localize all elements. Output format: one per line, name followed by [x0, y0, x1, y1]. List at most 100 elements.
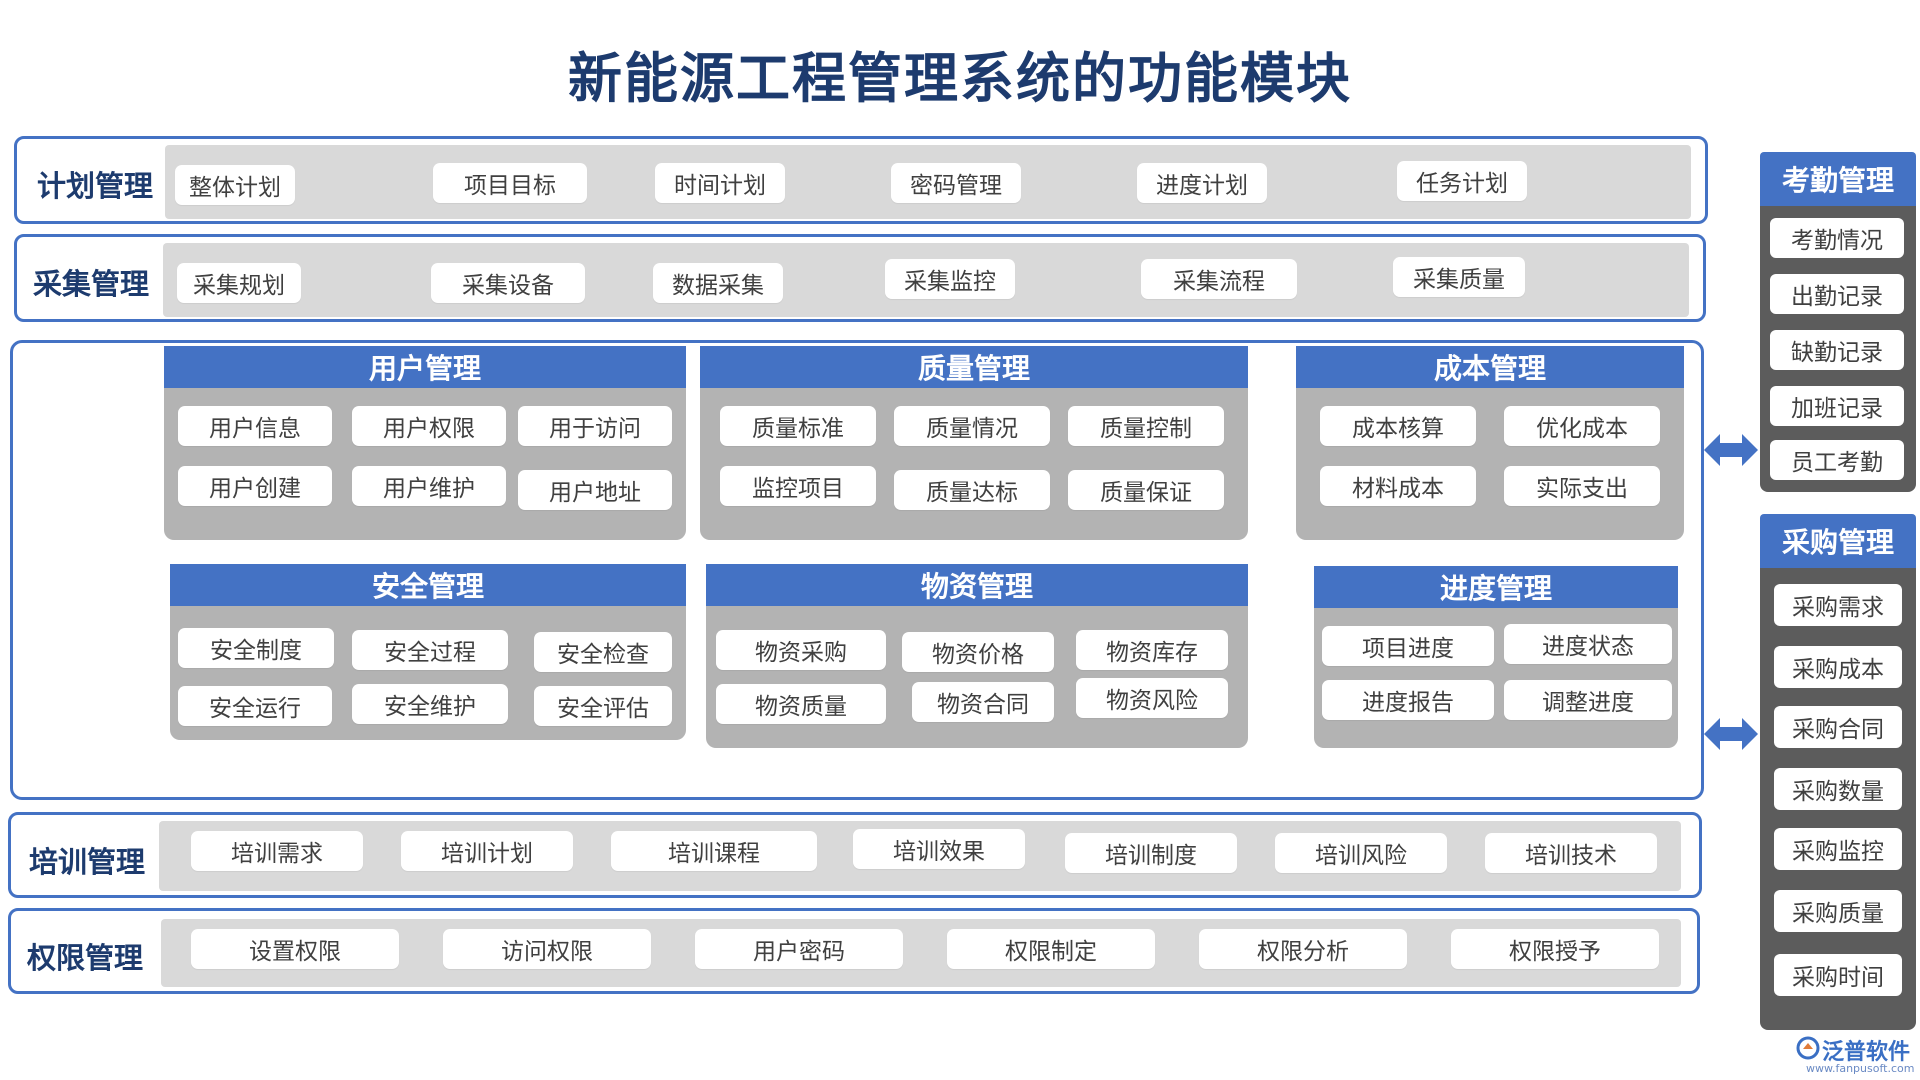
- module-item[interactable]: 实际支出: [1504, 466, 1660, 506]
- module-item[interactable]: 用户维护: [352, 466, 506, 506]
- module-item[interactable]: 培训效果: [853, 829, 1025, 869]
- module-item[interactable]: 用户权限: [352, 406, 506, 446]
- module-item[interactable]: 采集流程: [1141, 259, 1297, 299]
- module-item[interactable]: 采集设备: [431, 263, 585, 303]
- page-title: 新能源工程管理系统的功能模块: [568, 46, 1352, 110]
- module-item[interactable]: 数据采集: [653, 263, 783, 303]
- module-item[interactable]: 优化成本: [1504, 406, 1660, 446]
- side-item[interactable]: 采购数量: [1774, 768, 1902, 810]
- module-item[interactable]: 时间计划: [655, 163, 785, 203]
- module-item[interactable]: 采集规划: [177, 263, 301, 303]
- row-label: 采集管理: [33, 267, 150, 301]
- module-item[interactable]: 进度计划: [1137, 163, 1267, 203]
- module-title: 安全管理: [170, 564, 686, 606]
- module-item[interactable]: 安全运行: [178, 686, 332, 726]
- module-title: 用户管理: [164, 346, 686, 388]
- module-item[interactable]: 培训风险: [1275, 833, 1447, 873]
- module-item[interactable]: 采集监控: [885, 259, 1015, 299]
- material-management-panel: 物资管理 物资采购 物资价格 物资库存 物资质量 物资合同 物资风险: [706, 564, 1248, 748]
- side-item[interactable]: 采购质量: [1774, 890, 1902, 932]
- module-item[interactable]: 项目进度: [1322, 626, 1494, 666]
- module-item[interactable]: 质量保证: [1068, 470, 1224, 510]
- module-item[interactable]: 任务计划: [1397, 161, 1527, 201]
- module-item[interactable]: 用户地址: [518, 470, 672, 510]
- module-item[interactable]: 权限分析: [1199, 929, 1407, 969]
- module-item[interactable]: 质量标准: [720, 406, 876, 446]
- purchase-panel: 采购管理 采购需求 采购成本 采购合同 采购数量 采购监控 采购质量 采购时间: [1760, 514, 1916, 1030]
- module-item[interactable]: 安全过程: [352, 630, 508, 670]
- side-panel-title: 考勤管理: [1760, 152, 1916, 206]
- module-item[interactable]: 物资采购: [716, 630, 886, 670]
- permission-management-row: 权限管理 设置权限 访问权限 用户密码 权限制定 权限分析 权限授予: [8, 908, 1700, 994]
- module-item[interactable]: 物资合同: [912, 682, 1054, 722]
- module-item[interactable]: 材料成本: [1320, 466, 1476, 506]
- module-item[interactable]: 安全评估: [534, 686, 672, 726]
- module-item[interactable]: 采集质量: [1393, 257, 1525, 297]
- module-item[interactable]: 用于访问: [518, 406, 672, 446]
- side-item[interactable]: 采购时间: [1774, 954, 1902, 996]
- row-label: 权限管理: [27, 941, 144, 975]
- items-bar: 培训需求 培训计划 培训课程 培训效果 培训制度 培训风险 培训技术: [159, 821, 1681, 891]
- module-item[interactable]: 安全检查: [534, 632, 672, 672]
- module-item[interactable]: 访问权限: [443, 929, 651, 969]
- side-panel-title: 采购管理: [1760, 514, 1916, 568]
- module-item[interactable]: 监控项目: [720, 466, 876, 506]
- module-item[interactable]: 调整进度: [1504, 680, 1672, 720]
- module-item[interactable]: 培训课程: [611, 831, 817, 871]
- safety-management-panel: 安全管理 安全制度 安全过程 安全检查 安全运行 安全维护 安全评估: [170, 564, 686, 740]
- module-item[interactable]: 物资库存: [1076, 630, 1228, 670]
- side-item[interactable]: 采购需求: [1774, 584, 1902, 626]
- progress-management-panel: 进度管理 项目进度 进度状态 进度报告 调整进度: [1314, 566, 1678, 748]
- collection-management-row: 采集管理 采集规划 采集设备 数据采集 采集监控 采集流程 采集质量: [14, 234, 1706, 322]
- module-item[interactable]: 质量达标: [894, 470, 1050, 510]
- side-item[interactable]: 采购合同: [1774, 706, 1902, 748]
- module-item[interactable]: 整体计划: [175, 165, 295, 205]
- module-item[interactable]: 物资风险: [1076, 678, 1228, 718]
- side-item[interactable]: 员工考勤: [1770, 440, 1904, 480]
- module-item[interactable]: 进度报告: [1322, 680, 1494, 720]
- module-item[interactable]: 权限授予: [1451, 929, 1659, 969]
- module-item[interactable]: 培训制度: [1065, 833, 1237, 873]
- module-item[interactable]: 质量情况: [894, 406, 1050, 446]
- side-item[interactable]: 考勤情况: [1770, 218, 1904, 258]
- module-item[interactable]: 用户密码: [695, 929, 903, 969]
- side-item[interactable]: 采购成本: [1774, 646, 1902, 688]
- side-item[interactable]: 加班记录: [1770, 386, 1904, 426]
- logo-url: www.fanpusoft.com: [1806, 1062, 1915, 1075]
- module-item[interactable]: 用户创建: [178, 466, 332, 506]
- side-item[interactable]: 采购监控: [1774, 828, 1902, 870]
- side-item[interactable]: 出勤记录: [1770, 274, 1904, 314]
- user-management-panel: 用户管理 用户信息 用户权限 用于访问 用户创建 用户维护 用户地址: [164, 346, 686, 540]
- module-item[interactable]: 物资质量: [716, 684, 886, 724]
- training-management-row: 培训管理 培训需求 培训计划 培训课程 培训效果 培训制度 培训风险 培训技术: [8, 812, 1702, 898]
- plan-management-row: 计划管理 整体计划 项目目标 时间计划 密码管理 进度计划 任务计划: [14, 136, 1708, 224]
- module-item[interactable]: 安全维护: [352, 684, 508, 724]
- module-item[interactable]: 进度状态: [1504, 624, 1672, 664]
- module-item[interactable]: 物资价格: [902, 632, 1054, 672]
- module-item[interactable]: 权限制定: [947, 929, 1155, 969]
- module-title: 质量管理: [700, 346, 1248, 388]
- module-item[interactable]: 培训计划: [401, 831, 573, 871]
- module-item[interactable]: 用户信息: [178, 406, 332, 446]
- items-bar: 采集规划 采集设备 数据采集 采集监控 采集流程 采集质量: [163, 243, 1689, 317]
- module-item[interactable]: 设置权限: [191, 929, 399, 969]
- module-title: 物资管理: [706, 564, 1248, 606]
- logo-name: 泛普软件: [1822, 1040, 1911, 1065]
- module-item[interactable]: 质量控制: [1068, 406, 1224, 446]
- row-label: 培训管理: [29, 845, 146, 879]
- side-item[interactable]: 缺勤记录: [1770, 330, 1904, 370]
- module-item[interactable]: 成本核算: [1320, 406, 1476, 446]
- items-bar: 整体计划 项目目标 时间计划 密码管理 进度计划 任务计划: [165, 145, 1691, 219]
- module-item[interactable]: 项目目标: [433, 163, 587, 203]
- module-item[interactable]: 培训需求: [191, 831, 363, 871]
- cost-management-panel: 成本管理 成本核算 优化成本 材料成本 实际支出: [1296, 346, 1684, 540]
- logo-icon: [1796, 1036, 1820, 1060]
- module-item[interactable]: 密码管理: [891, 163, 1021, 203]
- row-label: 计划管理: [37, 169, 154, 203]
- brand-logo: 泛普软件 www.fanpusoft.com: [1796, 1034, 1916, 1078]
- module-item[interactable]: 培训技术: [1485, 833, 1657, 873]
- module-item[interactable]: 安全制度: [178, 628, 334, 668]
- double-arrow-icon: [1704, 434, 1758, 466]
- quality-management-panel: 质量管理 质量标准 质量情况 质量控制 监控项目 质量达标 质量保证: [700, 346, 1248, 540]
- attendance-panel: 考勤管理 考勤情况 出勤记录 缺勤记录 加班记录 员工考勤: [1760, 152, 1916, 492]
